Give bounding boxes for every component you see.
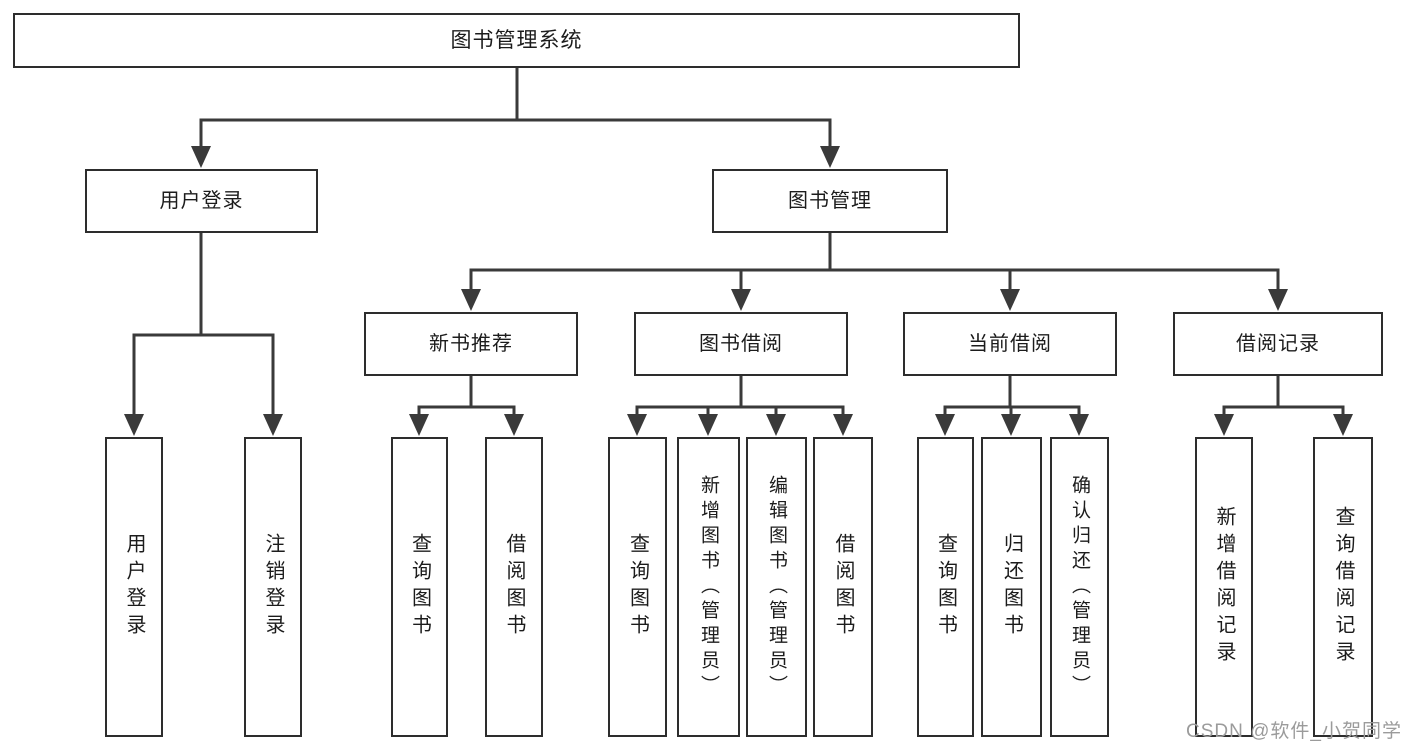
node-new-book-recommend: 新书推荐 — [364, 312, 578, 376]
leaf-cb-return-book-label: 归还图书 — [1000, 533, 1023, 641]
leaf-bb-edit-book-admin: 编辑图书（管理员） — [746, 437, 807, 737]
leaf-br-query-record-label: 查询借阅记录 — [1332, 506, 1354, 668]
node-root: 图书管理系统 — [13, 13, 1020, 68]
leaf-logout-login-label: 注销登录 — [262, 533, 284, 641]
leaf-br-query-record: 查询借阅记录 — [1313, 437, 1373, 737]
leaf-user-login-label: 用户登录 — [123, 533, 145, 641]
leaf-nb-query-book-label: 查询图书 — [408, 533, 431, 641]
leaf-cb-query-book-label: 查询图书 — [934, 533, 957, 641]
leaf-cb-return-book: 归还图书 — [981, 437, 1042, 737]
leaf-cb-confirm-return-admin-label: 确认归还（管理员） — [1069, 474, 1090, 700]
node-borrow-record: 借阅记录 — [1173, 312, 1383, 376]
node-user-login: 用户登录 — [85, 169, 318, 233]
leaf-cb-confirm-return-admin: 确认归还（管理员） — [1050, 437, 1109, 737]
leaf-bb-add-book-admin: 新增图书（管理员） — [677, 437, 740, 737]
leaf-nb-query-book: 查询图书 — [391, 437, 448, 737]
leaf-cb-query-book: 查询图书 — [917, 437, 974, 737]
leaf-bb-query-book: 查询图书 — [608, 437, 667, 737]
leaf-bb-add-book-admin-label: 新增图书（管理员） — [698, 474, 719, 700]
node-borrow-record-label: 借阅记录 — [1236, 333, 1320, 355]
node-book-management: 图书管理 — [712, 169, 948, 233]
csdn-watermark: CSDN @软件_小贺同学 — [1186, 721, 1402, 742]
leaf-bb-borrow-book-label: 借阅图书 — [832, 533, 854, 641]
node-current-borrow: 当前借阅 — [903, 312, 1117, 376]
leaf-br-add-record: 新增借阅记录 — [1195, 437, 1253, 737]
leaf-nb-borrow-book-label: 借阅图书 — [503, 533, 525, 641]
leaf-br-add-record-label: 新增借阅记录 — [1213, 506, 1235, 668]
leaf-bb-edit-book-admin-label: 编辑图书（管理员） — [766, 474, 787, 700]
node-root-label: 图书管理系统 — [450, 29, 583, 52]
leaf-bb-query-book-label: 查询图书 — [626, 533, 649, 641]
leaf-logout-login: 注销登录 — [244, 437, 302, 737]
node-user-login-label: 用户登录 — [159, 190, 244, 212]
node-book-borrow: 图书借阅 — [634, 312, 848, 376]
leaf-user-login: 用户登录 — [105, 437, 163, 737]
node-current-borrow-label: 当前借阅 — [968, 333, 1052, 355]
node-new-book-recommend-label: 新书推荐 — [429, 333, 513, 355]
node-book-management-label: 图书管理 — [788, 190, 872, 212]
leaf-nb-borrow-book: 借阅图书 — [485, 437, 543, 737]
node-book-borrow-label: 图书借阅 — [699, 333, 783, 355]
leaf-bb-borrow-book: 借阅图书 — [813, 437, 873, 737]
